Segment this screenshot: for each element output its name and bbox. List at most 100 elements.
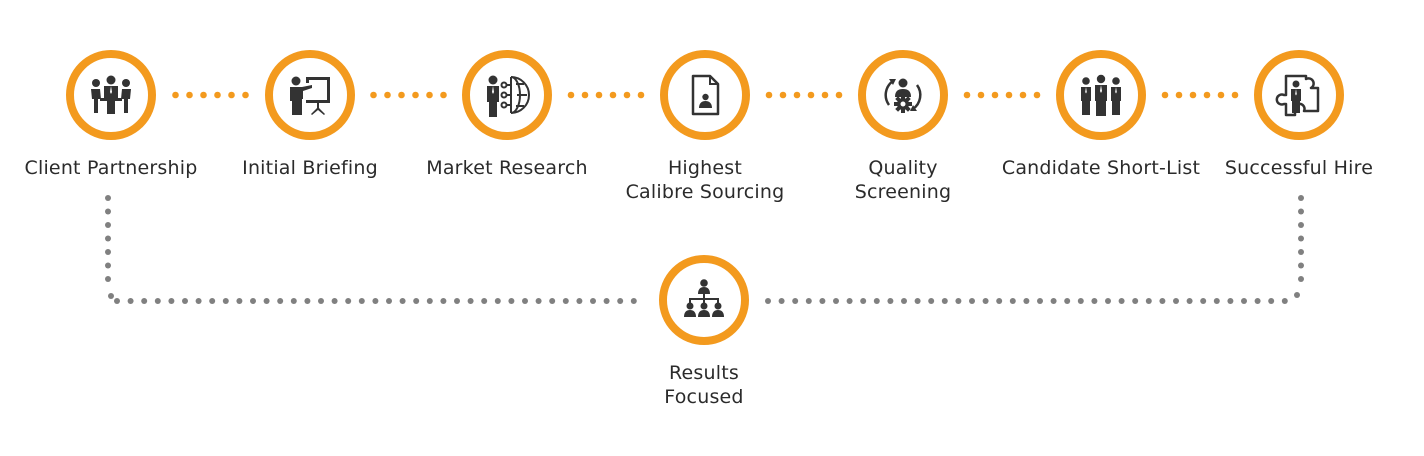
loop-connector-dot	[914, 298, 921, 304]
step-ring	[1254, 50, 1344, 140]
loop-connector-dot	[154, 298, 161, 304]
step-connector-dot	[398, 91, 405, 99]
loop-connector-dot	[331, 298, 338, 304]
loop-connector-dot	[454, 298, 460, 304]
step-ring	[265, 50, 355, 140]
step-connector-dot	[228, 91, 235, 99]
loop-connector-dot	[318, 298, 324, 304]
step-connector-dot	[821, 91, 829, 99]
step-label: Initial Briefing	[210, 156, 410, 180]
loop-connector-dot	[105, 276, 111, 282]
loop-connector-dot	[1077, 298, 1084, 304]
step-connector-dot	[793, 91, 801, 99]
loop-connector-dot	[440, 298, 447, 304]
loop-connector-dot	[1298, 195, 1304, 201]
step-ring	[660, 50, 750, 140]
step-connector-dot	[1175, 91, 1183, 99]
loop-connector-dot	[168, 298, 175, 304]
step-connector-dot	[779, 91, 787, 99]
loop-connector-dot	[1173, 298, 1179, 304]
step-connector-dot	[1189, 91, 1197, 99]
loop-connector-dot	[833, 298, 839, 304]
loop-connector-dot	[1268, 298, 1275, 304]
loop-connector-dot	[1118, 298, 1125, 304]
step-ring	[858, 50, 948, 140]
step-connector-dot	[963, 91, 971, 99]
step-connector-dot	[991, 91, 999, 99]
step-connector-dot	[214, 91, 221, 99]
loop-connector-dot	[1254, 298, 1261, 304]
step-connector-dot	[1217, 91, 1225, 99]
step-connector-dot	[186, 91, 193, 99]
step-label-line: Screening	[854, 181, 952, 203]
loop-connector-dot	[127, 298, 134, 304]
step-ring	[1056, 50, 1146, 140]
step-label: Client Partnership	[11, 156, 211, 180]
step-connector-dot	[1203, 91, 1211, 99]
loop-connector-dot	[1227, 298, 1234, 304]
step-connector-dot	[567, 91, 575, 99]
loop-connector-dot	[873, 298, 880, 304]
step-ring	[66, 50, 156, 140]
loop-connector-dot	[481, 298, 488, 304]
loop-connector-dot	[413, 298, 420, 304]
loop-connector-dot	[1186, 298, 1193, 304]
loop-connector-dot	[209, 298, 216, 304]
loop-connector-dot	[108, 293, 114, 299]
step-connector-dot	[200, 91, 207, 99]
step-label-line: Market Research	[426, 157, 588, 179]
loop-connector-dot	[1009, 298, 1016, 304]
loop-connector-dot	[1023, 298, 1030, 304]
loop-connector-dot	[792, 298, 799, 304]
step-connector-dot	[440, 91, 447, 99]
loop-connector-dot	[386, 298, 392, 304]
step-label-line: Candidate Short-List	[1001, 157, 1201, 179]
loop-connector-dot	[969, 298, 975, 304]
org-chart-icon	[684, 279, 724, 317]
loop-connector-dot	[1064, 298, 1071, 304]
loop-connector-dot	[778, 298, 785, 304]
step-connector-dot	[609, 91, 617, 99]
person-gear-cycle-icon	[884, 78, 922, 113]
loop-connector-dot	[1298, 235, 1304, 242]
step-connector-dot	[835, 91, 843, 99]
loop-connector-dot	[765, 298, 771, 304]
loop-connector-dot	[617, 298, 624, 304]
loop-connector-dot	[263, 298, 270, 304]
loop-connector-dot	[358, 298, 365, 304]
loop-connector-dot	[1159, 298, 1166, 304]
loop-connector-dot	[105, 249, 111, 255]
step-ring	[462, 50, 552, 140]
meeting-icon	[91, 75, 131, 114]
loop-connector-dot	[426, 298, 433, 304]
loop-connector-dot	[1213, 298, 1220, 304]
loop-connector-dot	[1241, 298, 1247, 304]
loop-connector-dot	[290, 298, 297, 304]
loop-connector-dot	[105, 262, 111, 269]
loop-connector-dot	[1298, 222, 1304, 228]
step-connector-dot	[1005, 91, 1013, 99]
loop-connector-dot	[996, 298, 1003, 304]
loop-connector-dot	[182, 298, 188, 304]
loop-connector-dot	[590, 298, 596, 304]
loop-connector-dot	[603, 298, 610, 304]
loop-connector-dot	[1037, 298, 1043, 304]
loop-connector-dot	[1050, 298, 1057, 304]
step-label: Quality Screening	[803, 156, 1003, 204]
loop-connector-dot	[250, 298, 256, 304]
loop-connector-dot	[105, 235, 111, 242]
loop-connector-dot	[522, 298, 528, 304]
step-label: Market Research	[407, 156, 607, 180]
step-connector-dot	[1033, 91, 1041, 99]
loop-connector-dot	[562, 298, 569, 304]
loop-connector-dot	[549, 298, 556, 304]
step-connector-dot	[807, 91, 815, 99]
step-connector-dot	[977, 91, 985, 99]
loop-connector-dot	[535, 298, 542, 304]
loop-connector-dot	[1200, 298, 1207, 304]
loop-connector-dot	[1105, 298, 1111, 304]
step-label: Successful Hire	[1199, 156, 1399, 180]
step-label-line: Initial Briefing	[242, 157, 378, 179]
loop-connector-dot	[1298, 276, 1304, 282]
